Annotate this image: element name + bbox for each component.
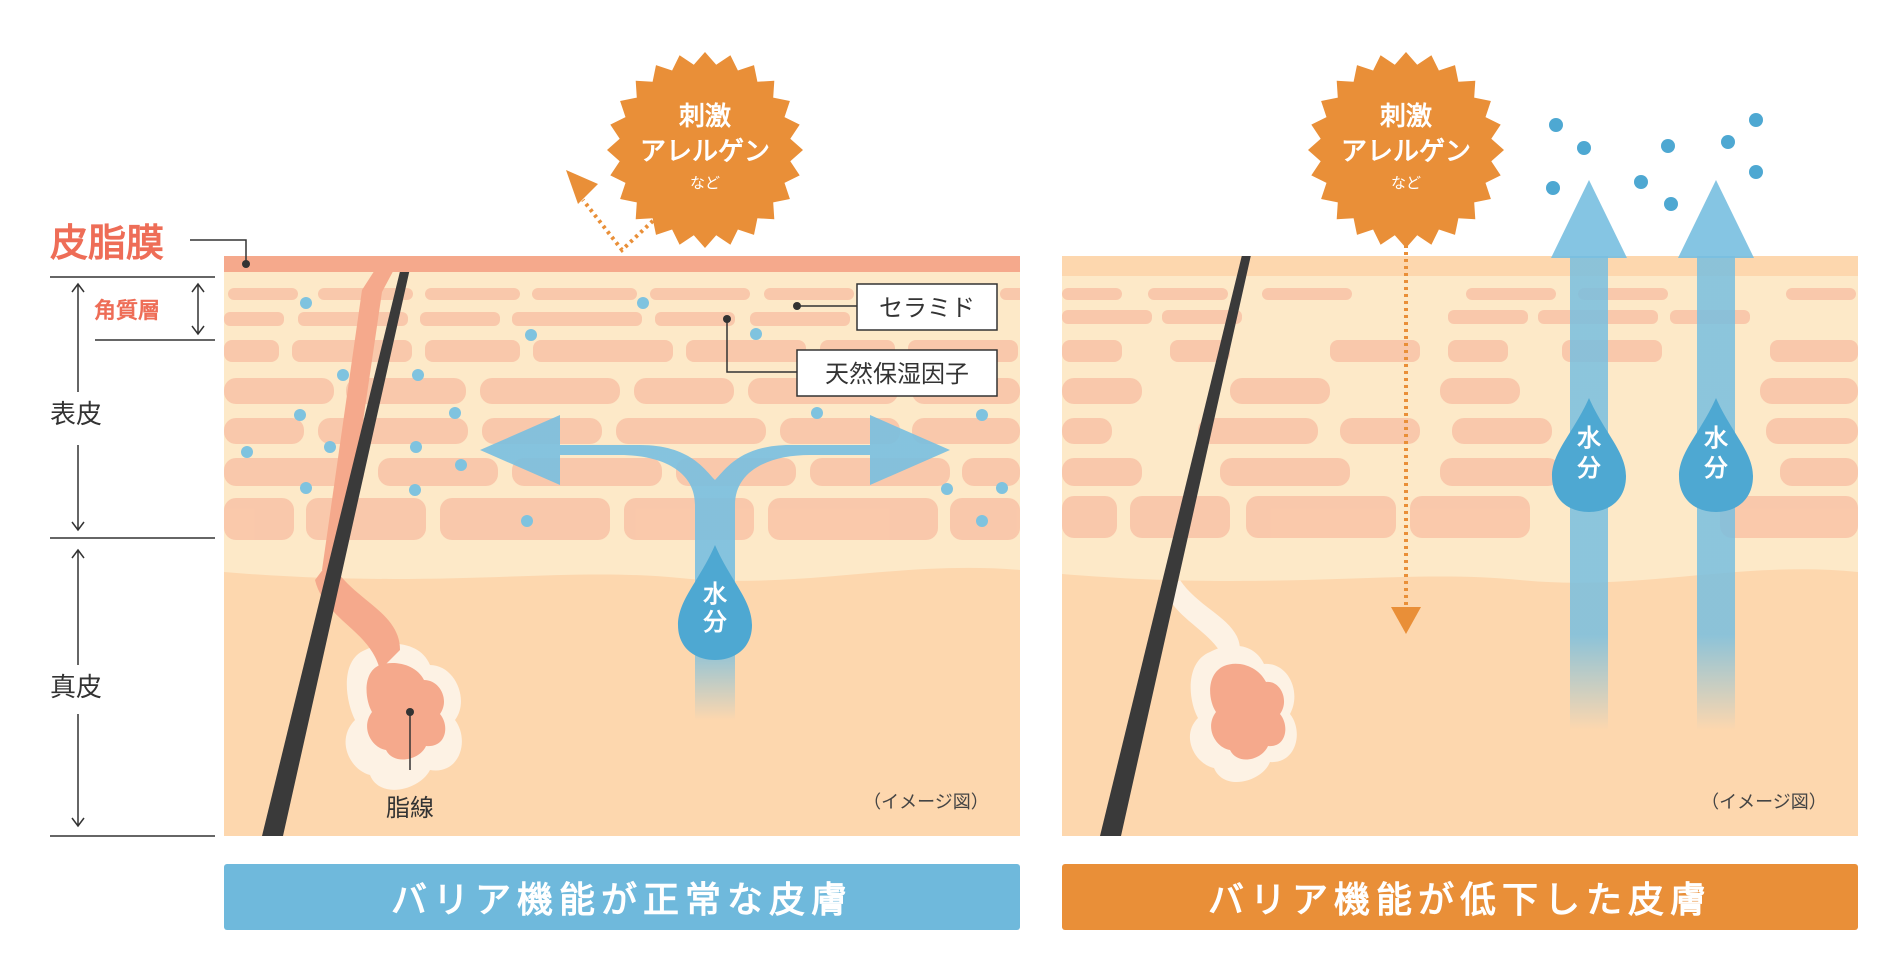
left-image-note: （イメージ図） (863, 792, 989, 813)
right-burst-text-3: など (1391, 174, 1421, 192)
left-bounce-arrow (566, 170, 660, 253)
right-irritant-burst: 刺激 アレルゲン など (1308, 52, 1504, 248)
layer-annotations: 皮脂膜 角質層 表皮 真皮 (50, 221, 250, 837)
right-water-drop-2: 水 分 (1679, 398, 1753, 512)
right-cell-layer (1062, 288, 1858, 538)
damaged-skin-caption: バリア機能が低下した皮膚 (1062, 864, 1858, 930)
right-penetrate-arrow (1391, 245, 1421, 634)
right-drop-1-label-1: 水 (1577, 424, 1602, 452)
right-burst-text-2: アレルゲン (1341, 137, 1471, 167)
right-water-drop-1: 水 分 (1552, 398, 1626, 512)
right-drop-2-label-2: 分 (1704, 454, 1728, 482)
left-sebum-duct (322, 262, 398, 578)
nmf-label: 天然保湿因子 (825, 360, 969, 388)
normal-skin-caption: バリア機能が正常な皮膚 (224, 864, 1020, 930)
left-burst-text-2: アレルゲン (640, 137, 770, 167)
sebaceous-gland-callout: 脂線 (386, 708, 434, 822)
right-escaping-water-dots (1546, 113, 1763, 211)
nmf-callout: 天然保湿因子 (723, 315, 998, 397)
sebaceous-gland-label: 脂線 (386, 794, 434, 822)
left-nmf-dots (241, 297, 1008, 527)
left-drop-label-1: 水 (703, 580, 728, 608)
right-image-note: （イメージ図） (1701, 792, 1827, 813)
right-sebaceous-gland (1165, 580, 1297, 783)
left-burst-text-1: 刺激 (679, 101, 731, 132)
stratum-corneum-label: 角質層 (94, 298, 160, 324)
right-drop-1-label-2: 分 (1577, 454, 1601, 482)
left-water-drop: 水 分 (678, 545, 752, 660)
left-sebum-membrane (224, 256, 1020, 272)
sebum-membrane-label: 皮脂膜 (50, 221, 164, 265)
left-hair (262, 256, 413, 836)
right-burst-text-1: 刺激 (1380, 101, 1432, 132)
left-drop-label-2: 分 (703, 608, 727, 636)
ceramide-label: セラミド (879, 294, 975, 322)
ceramide-callout: セラミド (793, 283, 998, 331)
right-skin-panel: 水 分 水 分 刺激 アレルゲン など （イメージ図） (1062, 52, 1858, 836)
epidermis-label: 表皮 (50, 400, 102, 430)
dermis-label: 真皮 (50, 673, 102, 703)
left-skin-panel: 水 分 刺激 アレルゲン など セラミド 天然保湿因子 (224, 52, 1020, 836)
right-drop-2-label-1: 水 (1704, 424, 1729, 452)
right-hair (1100, 256, 1251, 836)
left-burst-text-3: など (690, 174, 720, 192)
left-irritant-burst: 刺激 アレルゲン など (607, 52, 803, 248)
